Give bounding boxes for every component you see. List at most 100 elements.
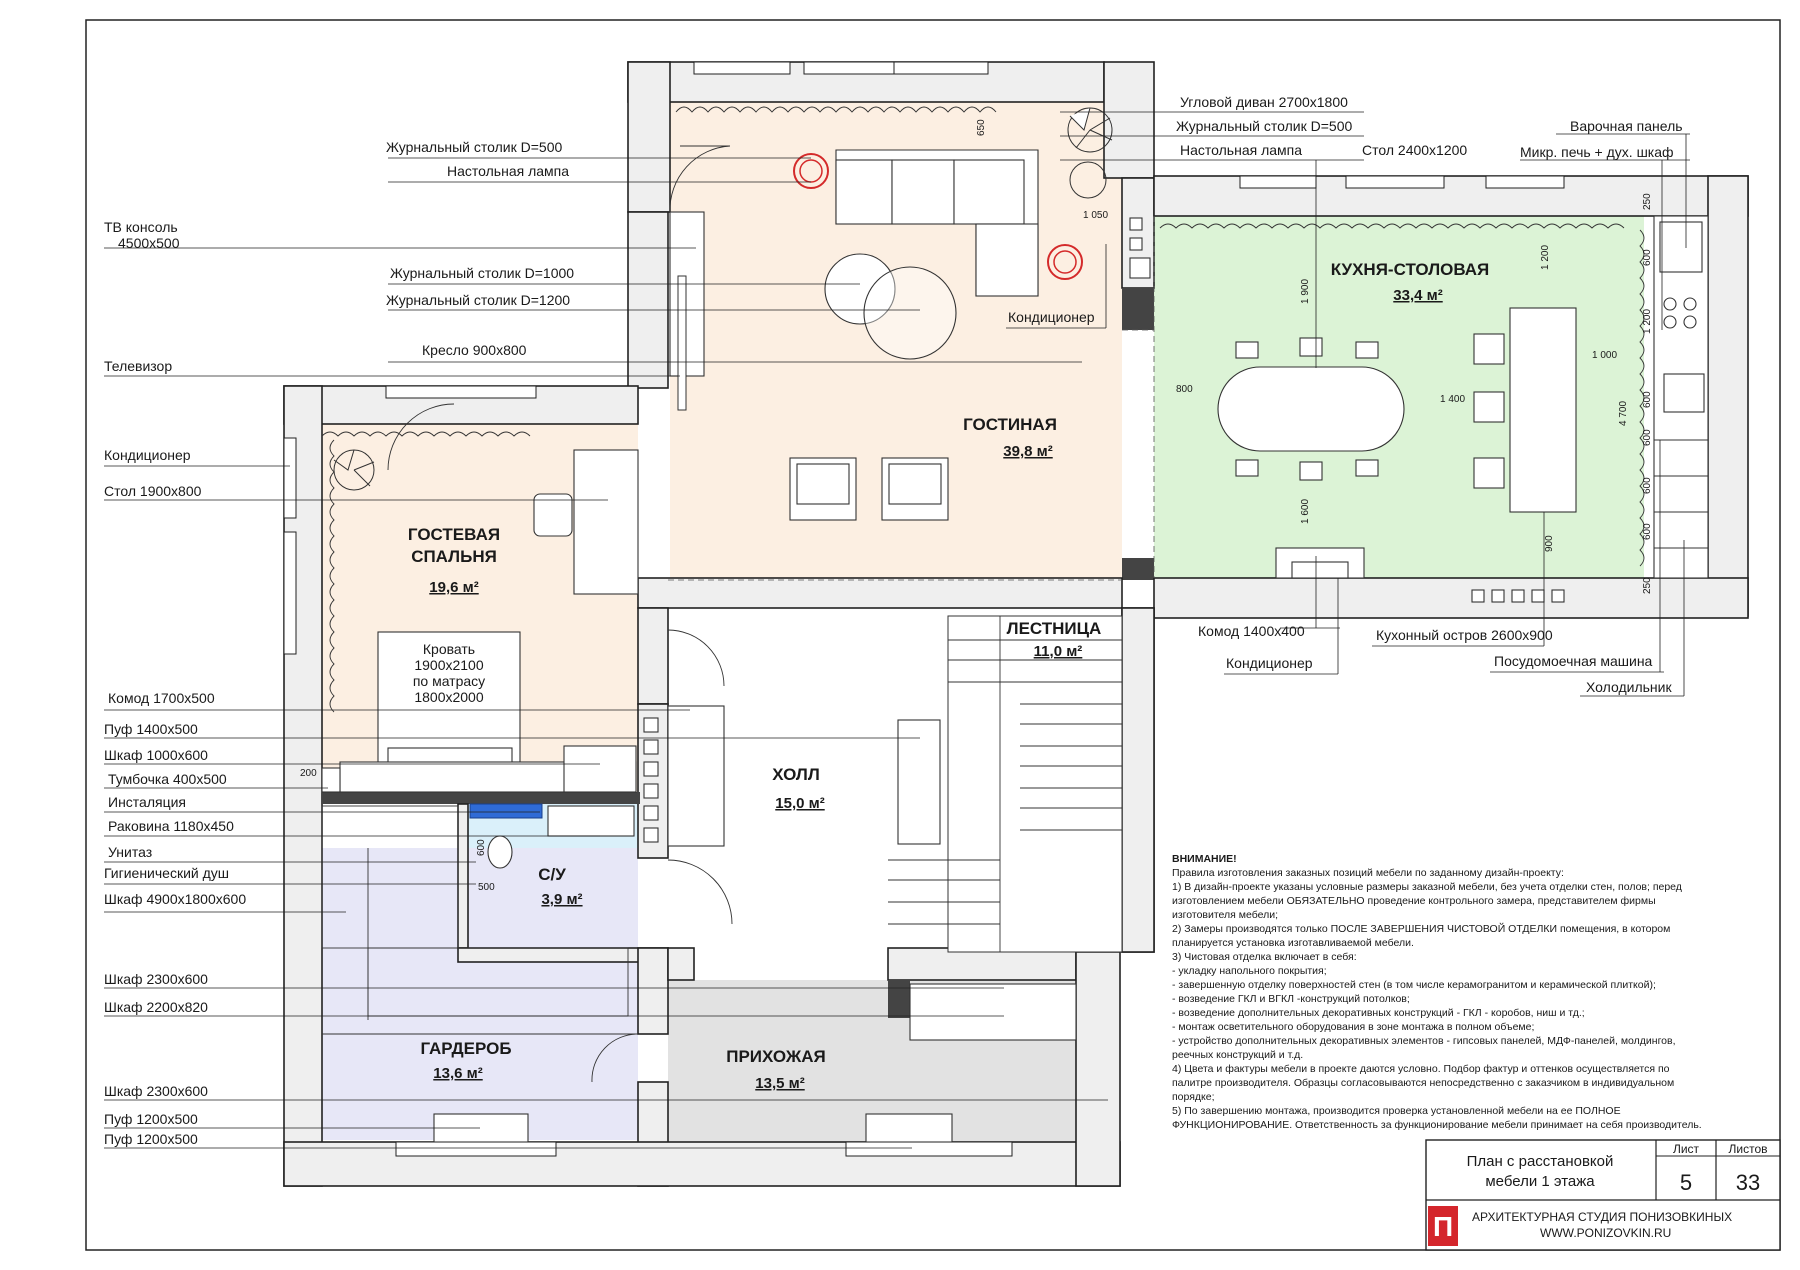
notes-line: 3) Чистовая отделка включает в себя: xyxy=(1172,951,1357,963)
sheet-frame xyxy=(85,19,1781,1251)
label-armchair: Кресло 900x800 xyxy=(422,342,527,358)
dimensions: 650 1 050 1 900 1 200 800 1 400 1 000 1 … xyxy=(300,119,1653,893)
studio-website: WWW.PONIZOVKIN.RU xyxy=(1540,1226,1671,1240)
bed-label-line-4: 1800x2000 xyxy=(414,689,484,705)
notes-line: 2) Замеры производятся только ПОСЛЕ ЗАВЕ… xyxy=(1172,922,1670,935)
label-oven: Микр. печь + дух. шкаф xyxy=(1520,144,1674,160)
label-dresser: Комод 1700x500 xyxy=(108,690,215,706)
label-desk: Стол 1900x800 xyxy=(104,483,202,499)
dim-1600: 1 600 xyxy=(1300,499,1311,524)
sheet-number: 5 xyxy=(1680,1170,1692,1195)
label-wardrobe-4900: Шкаф 4900x1800x600 xyxy=(104,891,246,907)
bed-label-line-1: Кровать xyxy=(423,641,475,657)
left-leader-lines xyxy=(104,157,1108,1149)
room-name-bedroom-2: СПАЛЬНЯ xyxy=(411,547,497,566)
label-ac-kitchen: Кондиционер xyxy=(1226,655,1313,671)
notes-line: 4) Цвета и фактуры мебели в проекте дают… xyxy=(1172,1063,1670,1075)
dim-1400: 1 400 xyxy=(1440,394,1465,405)
kitchen-furniture xyxy=(1217,215,1709,579)
room-name-stairs: ЛЕСТНИЦА xyxy=(1007,619,1102,638)
label-pouf-1200-b: Пуф 1200x500 xyxy=(104,1131,198,1147)
notes-line: - монтаж осветительного оборудования в з… xyxy=(1172,1021,1534,1033)
room-area-kitchen: 33,4 м² xyxy=(1393,287,1442,304)
notes-line: планируется установка изготавливаемой ме… xyxy=(1172,937,1414,949)
room-name-kitchen: КУХНЯ-СТОЛОВАЯ xyxy=(1331,260,1490,279)
notes-line: 1) В дизайн-проекте указаны условные раз… xyxy=(1172,881,1682,893)
dim-600b: 600 xyxy=(1642,391,1653,408)
sheets-total: 33 xyxy=(1736,1170,1760,1195)
notes-line: - возведение ГКЛ и ВГКЛ -конструкций пот… xyxy=(1172,993,1410,1005)
notes-line: изготовлением мебели ОБЯЗАТЕЛЬНО проведе… xyxy=(1172,895,1656,907)
dim-500: 500 xyxy=(478,882,495,893)
bedroom-furniture xyxy=(321,403,639,793)
dim-1900: 1 900 xyxy=(1300,279,1311,304)
dim-800: 800 xyxy=(1176,384,1193,395)
label-wardrobe-2300-a: Шкаф 2300x600 xyxy=(104,971,208,987)
studio-logo-icon xyxy=(1428,1206,1458,1246)
dim-1200b: 1 200 xyxy=(1642,309,1653,334)
notes-title: ВНИМАНИЕ! xyxy=(1172,853,1237,865)
room-name-bedroom-1: ГОСТЕВАЯ xyxy=(408,525,500,544)
label-sink: Раковина 1180x450 xyxy=(108,818,234,834)
room-area-bathroom: 3,9 м² xyxy=(541,891,582,908)
room-area-bedroom: 19,6 м² xyxy=(429,579,478,596)
dim-650: 650 xyxy=(976,119,987,136)
room-name-living: ГОСТИНАЯ xyxy=(963,415,1057,434)
dim-600d: 600 xyxy=(1642,477,1653,494)
notes-block: ВНИМАНИЕ! Правила изготовления заказных … xyxy=(1172,853,1702,1131)
label-coffee-table-500-top: Журнальный столик D=500 xyxy=(1176,118,1352,134)
zone-boundaries xyxy=(668,216,1155,581)
label-table-2400: Стол 2400x1200 xyxy=(1362,142,1467,158)
dim-600e: 600 xyxy=(1642,523,1653,540)
room-name-hall: ХОЛЛ xyxy=(772,765,820,784)
dim-1000: 1 000 xyxy=(1592,350,1617,361)
plan-title-line-1: План с расстановкой xyxy=(1467,1153,1614,1170)
label-dresser-1400: Комод 1400x400 xyxy=(1198,623,1305,639)
bathroom-fixtures xyxy=(469,803,635,869)
dim-600c: 600 xyxy=(1642,429,1653,446)
room-area-stairs: 11,0 м² xyxy=(1034,643,1083,660)
label-tv-console-size: 4500x500 xyxy=(118,235,180,251)
room-area-entrance: 13,5 м² xyxy=(755,1075,804,1092)
walls xyxy=(283,61,1749,1187)
label-coffee-table-1200: Журнальный столик D=1200 xyxy=(386,292,570,308)
room-name-bathroom: С/У xyxy=(538,865,566,884)
title-block: План с расстановкой мебели 1 этажа Лист … xyxy=(1425,1139,1781,1251)
label-tv: Телевизор xyxy=(104,358,172,374)
right-leader-lines xyxy=(1006,111,1690,697)
notes-line: - устройство дополнительных декоративных… xyxy=(1172,1035,1676,1047)
studio-name: АРХИТЕКТУРНАЯ СТУДИЯ ПОНИЗОВКИНЫХ xyxy=(1472,1210,1732,1224)
room-name-wardrobe: ГАРДЕРОБ xyxy=(420,1039,511,1058)
stairs-and-hall xyxy=(433,615,1123,1143)
label-table-lamp-top: Настольная лампа xyxy=(1180,142,1302,158)
notes-line: 5) По завершению монтажа, производится п… xyxy=(1172,1105,1621,1117)
label-wardrobe-2300-b: Шкаф 2300x600 xyxy=(104,1083,208,1099)
label-pouf-1400: Пуф 1400x500 xyxy=(104,721,198,737)
label-tv-console: ТВ консоль xyxy=(104,219,178,235)
dim-600a: 600 xyxy=(1642,249,1653,266)
label-hygienic-shower: Гигиенический душ xyxy=(104,865,229,881)
room-labels: ГОСТИНАЯ 39,8 м² КУХНЯ-СТОЛОВАЯ 33,4 м² … xyxy=(408,260,1489,1092)
notes-line: Правила изготовления заказных позиций ме… xyxy=(1172,867,1564,879)
studio-logo-letter: П xyxy=(1433,1211,1453,1242)
notes-line: - укладку напольного покрытия; xyxy=(1172,965,1327,977)
label-coffee-table-1000: Журнальный столик D=1000 xyxy=(390,265,574,281)
label-wardrobe-1000: Шкаф 1000x600 xyxy=(104,747,208,763)
living-furniture xyxy=(669,107,1113,521)
label-nightstand: Тумбочка 400x500 xyxy=(108,771,227,787)
dim-250a: 250 xyxy=(1642,193,1653,210)
label-ac-living: Кондиционер xyxy=(1008,309,1095,325)
wardrobe-floor xyxy=(322,848,638,1140)
label-table-lamp: Настольная лампа xyxy=(447,163,569,179)
dim-900: 900 xyxy=(1544,535,1555,552)
dim-600f: 600 xyxy=(476,839,487,856)
left-labels: Журнальный столик D=500 Настольная лампа… xyxy=(104,139,574,1147)
notes-line: реечных конструкций и т.д. xyxy=(1172,1049,1303,1061)
living-doors xyxy=(669,145,731,213)
bed-label-line-3: по матрасу xyxy=(413,673,485,689)
label-coffee-table-500: Журнальный столик D=500 xyxy=(386,139,562,155)
dim-1050: 1 050 xyxy=(1083,210,1108,221)
hall-column-row xyxy=(643,217,1565,843)
